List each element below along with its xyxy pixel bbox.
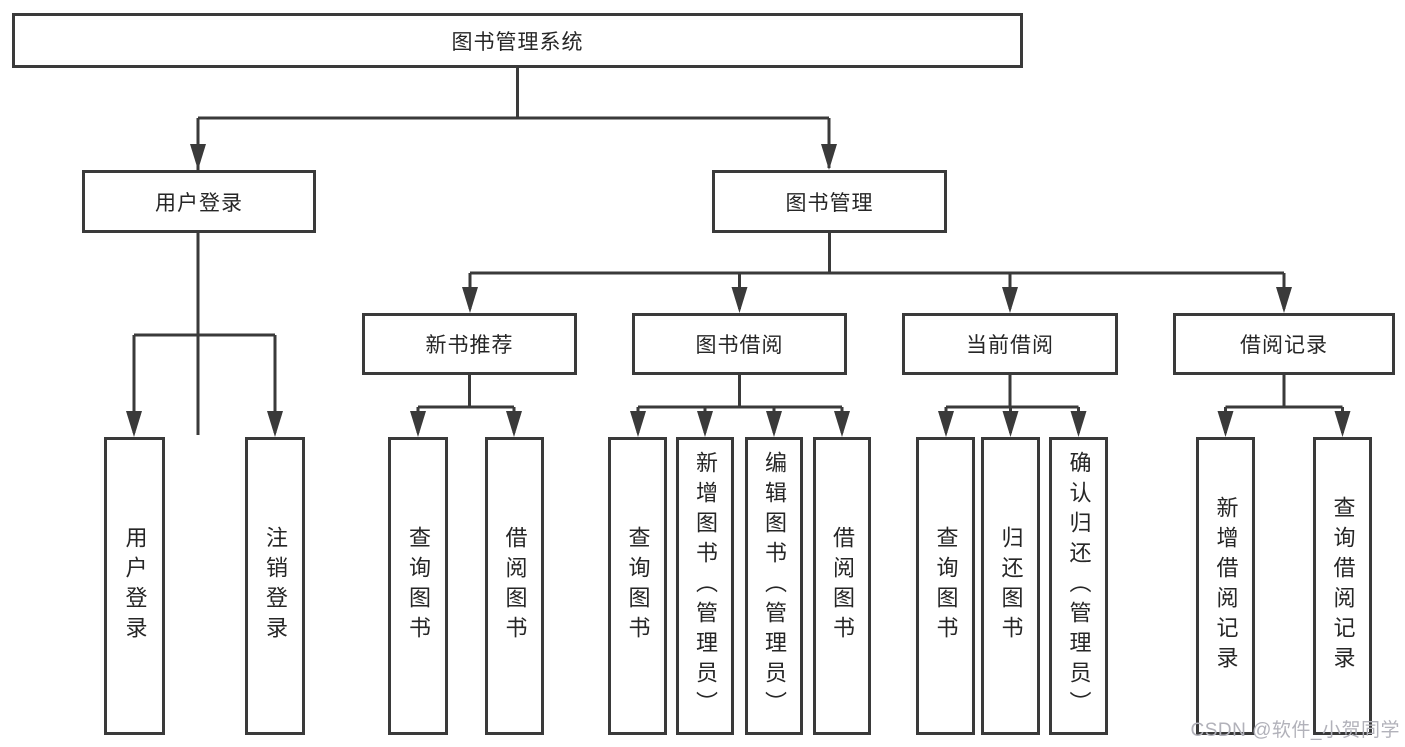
leaf-query-book-borrow-label: 查询图书 [625, 526, 651, 646]
leaf-add-book-admin-label: 新增图书（管理员） [693, 451, 718, 721]
node-current-borrow-label: 当前借阅 [966, 334, 1054, 357]
leaf-query-book-borrow: 查询图书 [608, 437, 667, 735]
node-root-label: 图书管理系统 [451, 30, 584, 54]
leaf-user-login-label: 用户登录 [122, 526, 148, 646]
leaf-query-book-current-label: 查询图书 [933, 526, 959, 646]
leaf-query-book-recommend-label: 查询图书 [406, 526, 431, 646]
node-new-book-recommend-label: 新书推荐 [425, 334, 514, 357]
node-user-login: 用户登录 [82, 170, 316, 233]
connector-new-book-recommend-to-leaves [410, 375, 522, 437]
node-book-borrow: 图书借阅 [632, 313, 847, 375]
node-user-login-label: 用户登录 [155, 191, 243, 215]
node-root: 图书管理系统 [12, 13, 1023, 68]
connector-user-login-to-leaves [126, 233, 283, 437]
leaf-user-login: 用户登录 [104, 437, 165, 735]
leaf-return-book-label: 归还图书 [998, 526, 1024, 646]
connector-borrow-record-to-leaves [1217, 375, 1351, 437]
leaf-borrow-book-label: 借阅图书 [830, 526, 855, 646]
leaf-confirm-return-admin-label: 确认归还（管理员） [1066, 451, 1092, 721]
connector-book-borrow-to-leaves [630, 375, 850, 437]
leaf-confirm-return-admin: 确认归还（管理员） [1049, 437, 1108, 735]
node-borrow-record: 借阅记录 [1173, 313, 1395, 375]
leaf-query-book-current: 查询图书 [916, 437, 975, 735]
leaf-query-borrow-record-label: 查询借阅记录 [1330, 496, 1356, 676]
connector-book-management-to-level3 [462, 233, 1292, 313]
leaf-borrow-book-recommend: 借阅图书 [485, 437, 544, 735]
node-current-borrow: 当前借阅 [902, 313, 1118, 375]
connector-root-to-level2 [190, 68, 837, 435]
node-borrow-record-label: 借阅记录 [1240, 334, 1328, 357]
leaf-edit-book-admin: 编辑图书（管理员） [745, 437, 803, 735]
watermark: CSDN @软件_小贺同学 [1190, 720, 1400, 741]
leaf-add-borrow-record-label: 新增借阅记录 [1213, 496, 1239, 676]
leaf-query-borrow-record: 查询借阅记录 [1313, 437, 1372, 735]
leaf-add-book-admin: 新增图书（管理员） [676, 437, 734, 735]
node-book-management: 图书管理 [712, 170, 947, 233]
node-new-book-recommend: 新书推荐 [362, 313, 577, 375]
node-book-borrow-label: 图书借阅 [695, 334, 784, 357]
leaf-edit-book-admin-label: 编辑图书（管理员） [762, 451, 787, 721]
leaf-add-borrow-record: 新增借阅记录 [1196, 437, 1255, 735]
leaf-logout: 注销登录 [245, 437, 305, 735]
node-book-management-label: 图书管理 [785, 191, 874, 215]
leaf-borrow-book: 借阅图书 [813, 437, 871, 735]
connector-current-borrow-to-leaves [938, 375, 1087, 437]
leaf-logout-label: 注销登录 [263, 526, 288, 646]
leaf-borrow-book-recommend-label: 借阅图书 [502, 526, 528, 646]
leaf-return-book: 归还图书 [981, 437, 1040, 735]
leaf-query-book-recommend: 查询图书 [388, 437, 448, 735]
